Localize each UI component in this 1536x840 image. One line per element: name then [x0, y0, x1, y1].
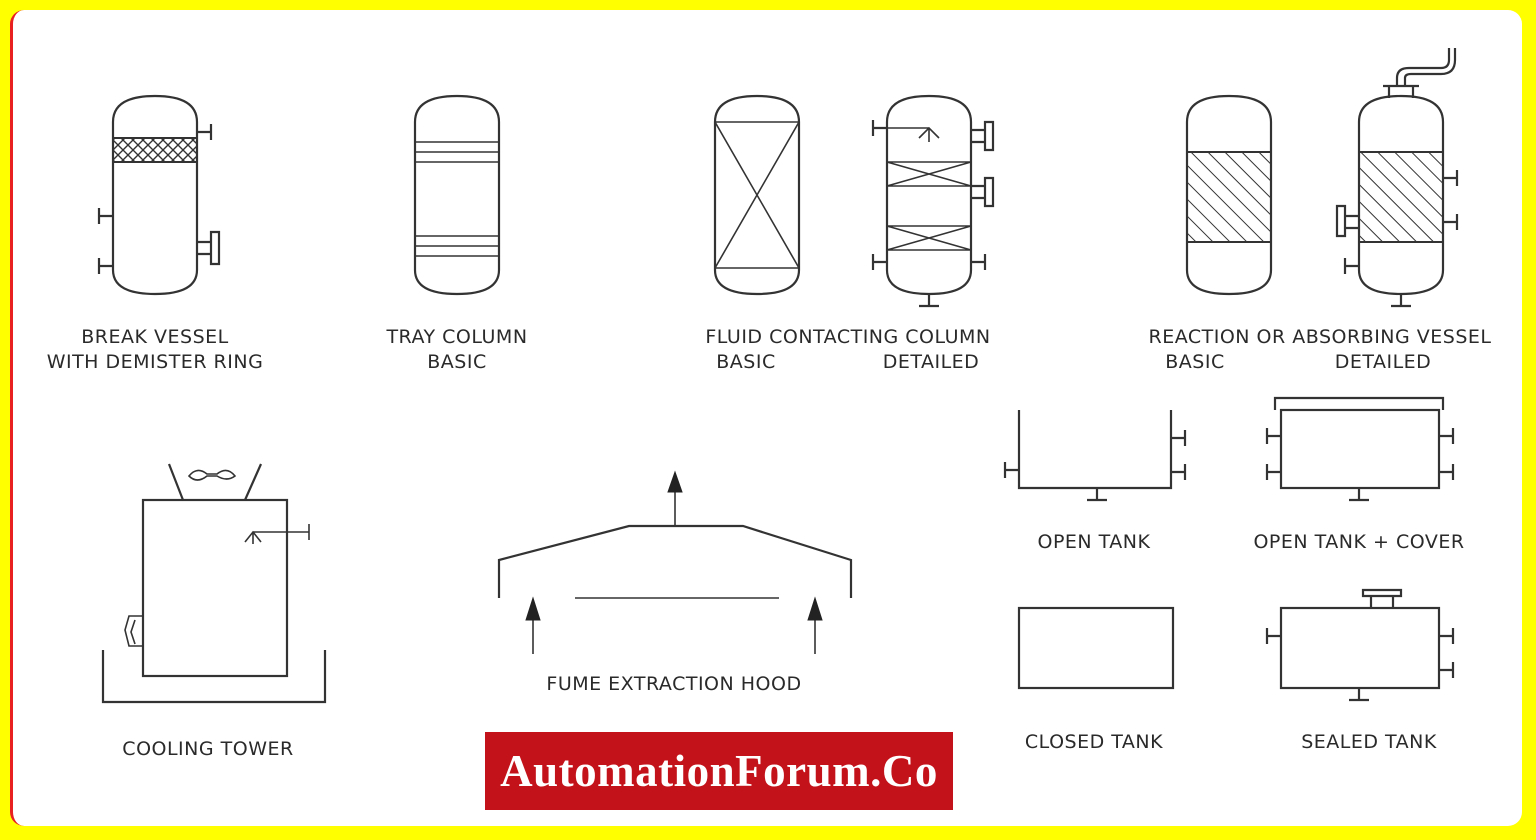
brand-banner: AutomationForum.Co — [485, 732, 953, 810]
reaction-vessel-basic-symbol — [1185, 94, 1273, 296]
break-vessel-label-2: WITH DEMISTER RING — [47, 351, 264, 373]
open-tank-label: OPEN TANK — [1038, 531, 1151, 553]
diagram-canvas: BREAK VESSEL WITH DEMISTER RING TRAY COL… — [10, 10, 1522, 826]
closed-tank-symbol — [1017, 606, 1175, 690]
closed-tank-label: CLOSED TANK — [1025, 731, 1163, 753]
cooling-tower-label: COOLING TOWER — [122, 738, 293, 760]
reaction-vessel-detailed-symbol — [1335, 48, 1459, 308]
equipment-symbols-diagram: BREAK VESSEL WITH DEMISTER RING TRAY COL… — [47, 48, 1492, 760]
sealed-tank-symbol — [1265, 588, 1455, 702]
fume-hood-symbol — [497, 470, 853, 654]
tray-column-label-2: BASIC — [427, 351, 486, 373]
open-tank-cover-symbol — [1265, 396, 1455, 502]
fluid-contacting-detailed-symbol — [871, 94, 995, 308]
cooling-tower-symbol — [101, 463, 327, 704]
tray-column-label-1: TRAY COLUMN — [385, 326, 527, 348]
fluid-contacting-basic-label: BASIC — [716, 351, 775, 373]
reaction-vessel-label: REACTION OR ABSORBING VESSEL — [1149, 326, 1492, 348]
sealed-tank-label: SEALED TANK — [1301, 731, 1437, 753]
brand-text: AutomationForum.Co — [500, 746, 938, 796]
fluid-contacting-detailed-label: DETAILED — [883, 351, 980, 373]
open-tank-cover-label: OPEN TANK + COVER — [1253, 531, 1464, 553]
fume-hood-label: FUME EXTRACTION HOOD — [546, 673, 801, 695]
reaction-vessel-detailed-label: DETAILED — [1335, 351, 1432, 373]
open-tank-symbol — [1003, 410, 1187, 502]
reaction-vessel-basic-label: BASIC — [1165, 351, 1224, 373]
fluid-contacting-label: FLUID CONTACTING COLUMN — [705, 326, 990, 348]
break-vessel-symbol — [97, 94, 221, 296]
break-vessel-label-1: BREAK VESSEL — [81, 326, 228, 348]
fluid-contacting-basic-symbol — [713, 94, 801, 296]
tray-column-symbol — [413, 94, 501, 296]
